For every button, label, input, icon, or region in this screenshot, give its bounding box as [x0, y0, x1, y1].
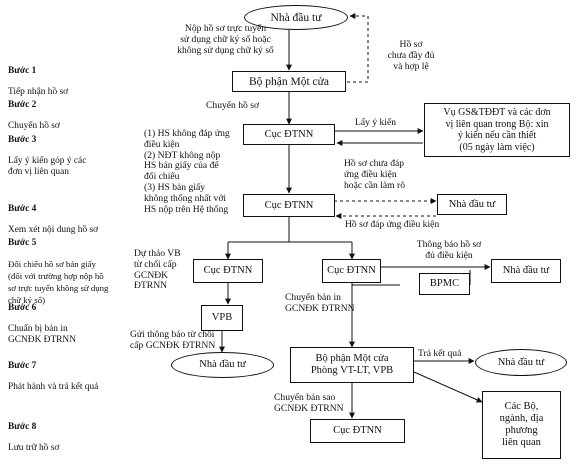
step-title: Bước 4 — [8, 203, 37, 214]
step-desc: Lấy ý kiến góp ý các đơn vị liên quan — [8, 156, 87, 178]
label-transfer-copy: Chuyển bản sao GCNĐK ĐTRNN — [274, 392, 344, 414]
node-one-stop: Bộ phận Một cửa — [232, 71, 346, 92]
step-5: Bước 5 Đối chiếu hồ sơ bản giấy (đối với… — [8, 227, 144, 307]
step-1: Bước 1 Tiếp nhận hồ sơ — [8, 55, 144, 98]
node-dept-left: Cục ĐTNN — [193, 259, 263, 283]
label-send-refuse: Gửi thông báo từ chối cấp GCNĐK ĐTRNN — [130, 329, 216, 351]
node-dept-1: Cục ĐTNN — [243, 124, 335, 145]
step-desc: Chuẩn bị bản in GCNĐK ĐTRNN — [8, 324, 76, 346]
label-transfer-print: Chuyển bản in GCNĐK ĐTRNN — [285, 292, 355, 314]
step-8: Bước 8 Lưu trữ hồ sơ — [8, 411, 144, 454]
step-title: Bước 1 — [8, 65, 37, 76]
node-investor-mid: Nhà đầu tư — [437, 194, 507, 215]
label-submit: Nộp hồ sơ trực tuyến sử dụng chữ ký số h… — [177, 23, 274, 56]
arrow-to-ministries-local — [413, 371, 483, 403]
step-title: Bước 8 — [8, 421, 37, 432]
step-3: Bước 3 Lấy ý kiến góp ý các đơn vị liên … — [8, 124, 144, 178]
step-title: Bước 2 — [8, 99, 37, 110]
node-investor-final: Nhà đầu tư — [475, 349, 567, 376]
step-desc: Xem xét nội dung hồ sơ — [8, 225, 99, 236]
step-title: Bước 6 — [8, 302, 37, 313]
step-desc: Chuyển hồ sơ — [8, 121, 60, 132]
step-4: Bước 4 Xem xét nội dung hồ sơ — [8, 193, 144, 236]
step-7: Bước 7 Phát hành và trả kết quả — [8, 350, 144, 393]
label-meet: Hồ sơ đáp ứng điều kiện — [345, 219, 440, 230]
step-desc: Đối chiếu hồ sơ bản giấy (đối với trường… — [8, 259, 109, 305]
node-bpmc: BPMC — [419, 273, 470, 295]
step-desc: Tiếp nhận hồ sơ — [8, 87, 69, 98]
node-dept-archive: Cục ĐTNN — [310, 419, 405, 443]
node-dept-2: Cục ĐTNN — [243, 194, 335, 217]
step-desc: Lưu trữ hồ sơ — [8, 443, 60, 454]
step-2: Bước 2 Chuyển hồ sơ — [8, 89, 144, 132]
arrow-bpmc — [351, 283, 400, 286]
label-conditions: (1) HS không đáp ứng điều kiện (2) NĐT k… — [144, 128, 230, 215]
label-draft-refuse: Dự thảo VB từ chối cấp GCNĐK ĐTRNN — [134, 248, 181, 292]
label-not-meet: Hồ sơ chưa đáp ứng điều kiện hoặc cần là… — [344, 158, 405, 191]
node-investor-bottom: Nhà đầu tư — [171, 352, 274, 378]
step-6: Bước 6 Chuẩn bị bản in GCNĐK ĐTRNN — [8, 292, 144, 346]
step-title: Bước 7 — [8, 360, 37, 371]
label-get-opinion: Lấy ý kiến — [355, 117, 397, 128]
arrow-incomplete — [347, 13, 369, 83]
label-return-result: Trả kết quả — [418, 348, 462, 359]
node-investor-right: Nhà đầu tư — [491, 259, 561, 283]
label-notify: Thông báo hồ sơ đủ điều kiện — [416, 239, 482, 261]
node-investor-top: Nhà đầu tư — [244, 5, 348, 30]
node-dept-right: Cục ĐTNN — [322, 259, 381, 283]
step-desc: Phát hành và trả kết quả — [8, 382, 99, 393]
label-transfer: Chuyển hồ sơ — [206, 100, 260, 111]
node-one-stop-vt: Bộ phận Một cửa Phòng VT-LT, VPB — [290, 347, 414, 383]
node-ministries: Vụ GS&TĐĐT và các đơn vị liên quan trong… — [424, 103, 570, 157]
step-title: Bước 5 — [8, 237, 37, 248]
node-vpb: VPB — [201, 305, 243, 331]
node-ministries-local: Các Bộ, ngành, địa phương liên quan — [482, 391, 561, 459]
step-title: Bước 3 — [8, 134, 37, 145]
label-incomplete: Hồ sơ chưa đầy đủ và hợp lệ — [387, 39, 435, 72]
